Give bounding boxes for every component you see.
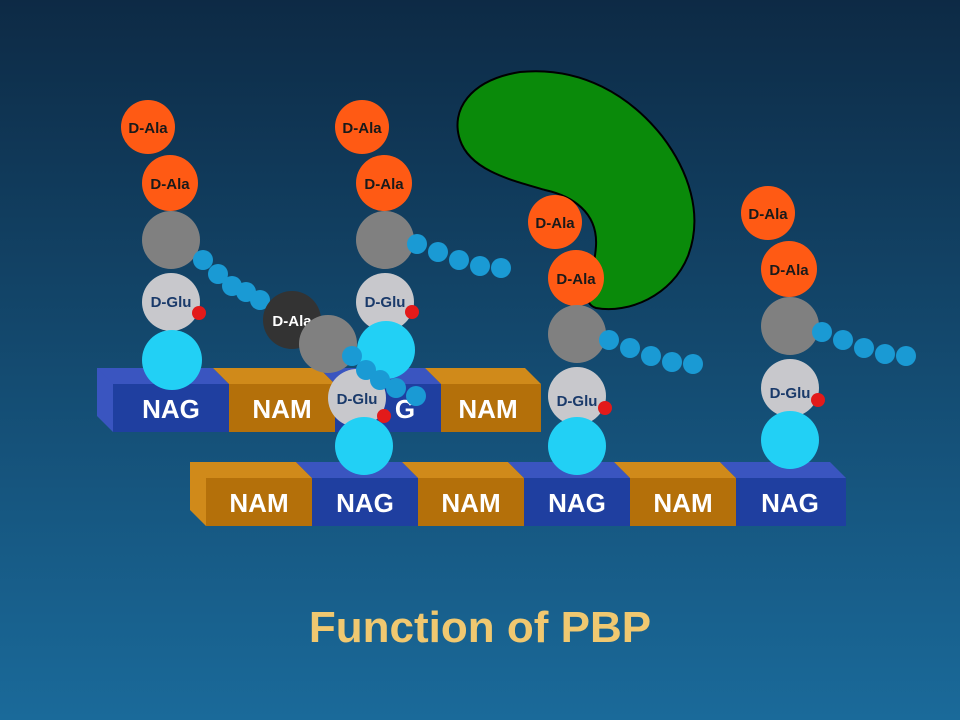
front-nag-block-2: NAG: [508, 462, 630, 526]
back-nam-label-2: NAM: [458, 394, 517, 424]
stem5-dala-terminal-label: D-Ala: [748, 206, 788, 223]
stem5-red-dot: [811, 393, 825, 407]
stem2-red-dot: [405, 305, 419, 319]
pbp-enzyme: [456, 70, 696, 311]
stem5-dala-label: D-Ala: [769, 262, 809, 279]
peptide-stem-5: D-Ala D-Ala D-Glu: [741, 186, 825, 469]
stem4-red-dot: [598, 401, 612, 415]
front-nam-label-1: NAM: [229, 488, 288, 518]
back-nag-label: NAG: [142, 394, 200, 424]
back-nam-block-1: NAM: [213, 368, 335, 432]
stem4-lysine: [548, 305, 606, 363]
stem5-dglu: [761, 359, 819, 417]
stem4-dglu-label: D-Glu: [557, 393, 598, 410]
stem2-dala-terminal-label: D-Ala: [342, 120, 382, 137]
front-nag-label-2: NAG: [548, 488, 606, 518]
front-nam-label-3: NAM: [653, 488, 712, 518]
back-nam-block-2: NAM: [425, 368, 541, 432]
front-nam-block-2: NAM: [402, 462, 524, 526]
pentaglycine-bridge-3: [342, 346, 426, 406]
front-nag-block-3: NAG: [720, 462, 846, 526]
stem3-dglu-label: D-Glu: [337, 391, 378, 408]
stem1-dala: [142, 155, 198, 211]
peptide-stem-1: D-Ala D-Ala D-Glu: [121, 100, 206, 390]
pentaglycine-bridge-2: [407, 234, 511, 278]
stem1-dglu-label: D-Glu: [151, 294, 192, 311]
stem2-dala-terminal: [335, 100, 389, 154]
stem4-dala-terminal-label: D-Ala: [535, 215, 575, 232]
stem1-lysine: [142, 211, 200, 269]
stem4-dala-terminal: [528, 195, 582, 249]
stem1-sugar-ball: [142, 330, 202, 390]
stem1-dala-terminal: [121, 100, 175, 154]
peptide-stem-4: D-Ala D-Ala D-Glu: [528, 195, 612, 475]
front-nam-block-3: NAM: [614, 462, 736, 526]
peptide-stem-2: D-Ala D-Ala D-Glu: [335, 100, 419, 379]
pentaglycine-bridge-1: [193, 250, 270, 310]
stem5-sugar-ball: [761, 411, 819, 469]
stem5-dala-terminal: [741, 186, 795, 240]
stem2-dala: [356, 155, 412, 211]
stem5-lysine: [761, 297, 819, 355]
stem2-dala-label: D-Ala: [364, 176, 404, 193]
front-nam-label-2: NAM: [441, 488, 500, 518]
stem1-red-dot: [192, 306, 206, 320]
stem4-dala: [548, 250, 604, 306]
stem4-dala-label: D-Ala: [556, 271, 596, 288]
stem4-dglu: [548, 367, 606, 425]
stem2-dglu-label: D-Glu: [365, 294, 406, 311]
back-nam-label: NAM: [252, 394, 311, 424]
slide-title: Function of PBP: [309, 603, 651, 652]
stem4-sugar-ball: [548, 417, 606, 475]
stem3-sugar-ball: [335, 417, 393, 475]
front-nam-block-1: NAM: [190, 462, 312, 526]
stem1-dglu: [142, 273, 200, 331]
stem2-lysine: [356, 211, 414, 269]
stem1-dala-label: D-Ala: [150, 176, 190, 193]
front-nag-label-3: NAG: [761, 488, 819, 518]
released-dala-label: D-Ala: [272, 313, 312, 330]
stem5-dala: [761, 241, 817, 297]
stem3-red-dot: [377, 409, 391, 423]
pentaglycine-bridge-4: [599, 330, 703, 374]
front-nag-label-1: NAG: [336, 488, 394, 518]
stem1-dala-terminal-label: D-Ala: [128, 120, 168, 137]
front-glycan-chain: NAM NAG NAM NAG NAM NAG: [190, 462, 846, 526]
stem5-dglu-label: D-Glu: [770, 385, 811, 402]
stem2-dglu: [356, 273, 414, 331]
pentaglycine-bridge-5: [812, 322, 916, 366]
